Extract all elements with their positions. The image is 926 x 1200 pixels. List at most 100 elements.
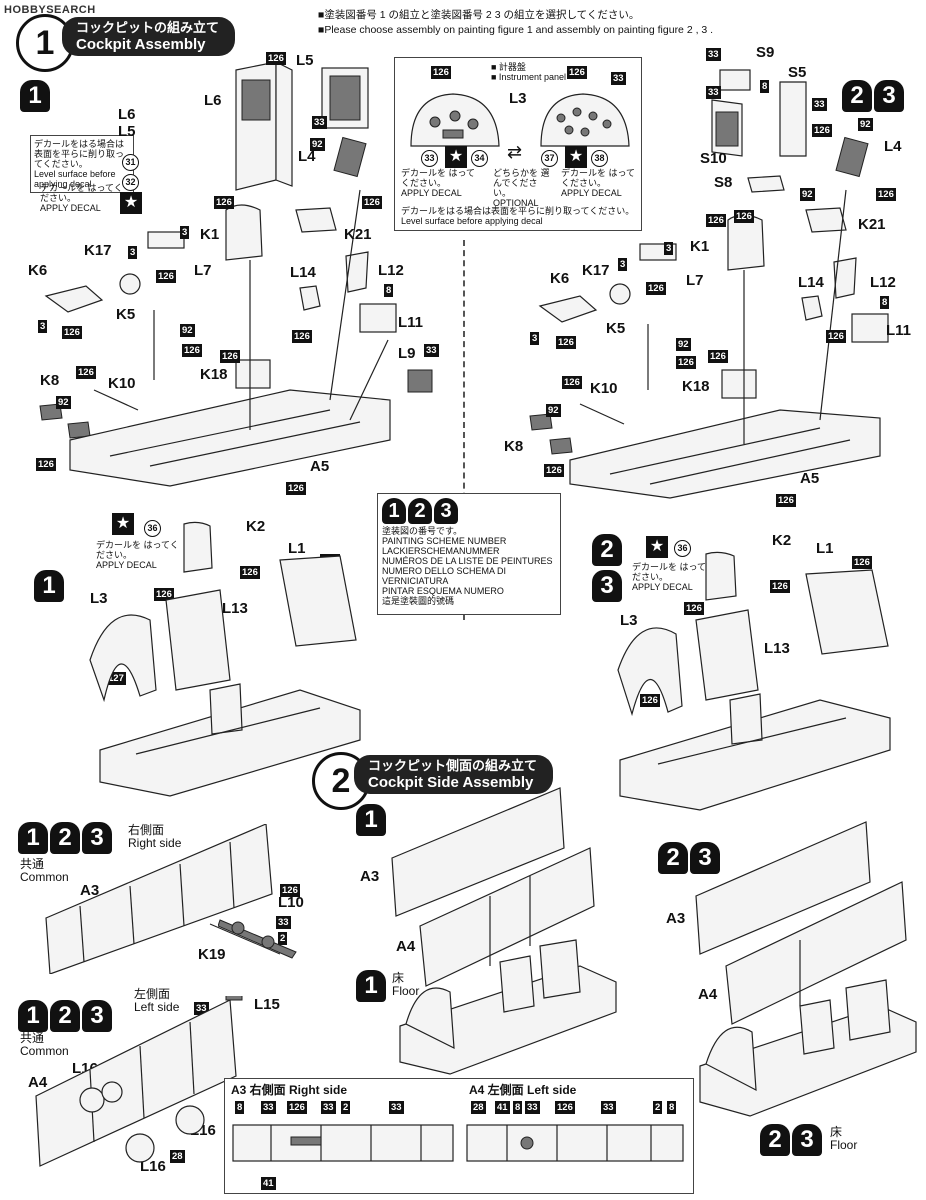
paint-tag-126: 126: [182, 344, 202, 357]
paint-tag-41: 41: [495, 1101, 510, 1114]
part-label-a3: A3: [80, 882, 100, 899]
paint-tag-41: 41: [261, 1177, 276, 1190]
seat-bulkhead-diagram-scheme-1: [89, 521, 361, 797]
paint-tag-126: 126: [776, 494, 796, 507]
paint-tag-2: 2: [278, 932, 288, 945]
part-label-a5: A5: [310, 458, 330, 475]
paint-tag-33: 33: [276, 916, 291, 929]
watermark-logo: HOBBYSEARCH: [4, 4, 96, 16]
part-label-k8: K8: [40, 372, 60, 389]
paint-tag-92: 92: [310, 138, 325, 151]
paint-tag-126: 126: [362, 196, 382, 209]
part-label-l16-c: L16: [140, 1158, 166, 1175]
paint-tag-126: 126: [562, 376, 582, 389]
part-label-k5: K5: [116, 306, 136, 323]
part-label-s10: S10: [700, 150, 727, 167]
paint-tag-33: 33: [312, 116, 327, 129]
part-label-l15: L15: [254, 996, 280, 1013]
side-wall-paint-reference: A3 右側面 Right side A4 左側面 Left side 8 33 …: [224, 1078, 694, 1194]
paint-tag-8: 8: [513, 1101, 523, 1114]
paint-tag-126: 126: [640, 694, 660, 707]
paint-tag-92: 92: [858, 118, 873, 131]
part-label-a4-m: A4: [396, 938, 416, 955]
paint-tag-3: 3: [618, 258, 628, 271]
paint-tag-92: 92: [56, 396, 71, 409]
paint-tag-33: 33: [706, 86, 721, 99]
decal-36: 36: [144, 518, 161, 537]
part-label-l5-inset: L5: [118, 123, 136, 140]
apply-decal-panel-right: デカールを はってください。APPLY DECAL: [561, 168, 636, 198]
paint-tag-126: 126: [62, 326, 82, 339]
part-label-l3-r: L3: [620, 612, 638, 629]
paint-tag-126: 126: [292, 330, 312, 343]
part-label-l7-r: L7: [686, 272, 704, 289]
part-label-k17: K17: [84, 242, 112, 259]
cockpit-assembly-diagram-scheme-1: [39, 61, 433, 487]
paint-tag-8: 8: [384, 284, 394, 297]
paint-tag-33: 33: [321, 1101, 336, 1114]
part-label-l7: L7: [194, 262, 212, 279]
paint-tag-126: 126: [280, 884, 300, 897]
scheme-marker-1-floor: 1: [356, 970, 388, 1002]
apply-decal-k2: デカールを はってください。APPLY DECAL: [96, 540, 179, 570]
part-label-a3-m: A3: [360, 868, 380, 885]
decal-38: 38: [591, 148, 608, 167]
step-title-en: Cockpit Assembly: [76, 36, 206, 53]
paint-tag-3: 3: [38, 320, 48, 333]
star-icon: ★: [565, 146, 587, 168]
legend-line: PAINTING SCHEME NUMBER: [382, 536, 507, 546]
part-label-l11-r: L11: [886, 322, 912, 339]
part-label-k1: K1: [200, 226, 220, 243]
note-jp: デカールをはる場合は表面を平らに削り取ってください。: [34, 139, 125, 169]
part-label-s8: S8: [714, 174, 733, 191]
part-label-s9: S9: [756, 44, 775, 61]
paint-tag-33: 33: [261, 1101, 276, 1114]
paint-tag-126: 126: [812, 124, 832, 137]
paint-tag-92: 92: [800, 188, 815, 201]
scheme-marker-1-mid: 1: [34, 570, 66, 602]
level-surface-note: デカールをはる場合は表面を平らに削り取ってください。 Level surface…: [30, 135, 134, 193]
star-icon: ★: [120, 192, 142, 214]
header-instruction-jp: ■塗装図番号 1 の組立と塗装図番号 2 3 の組立を選択してください。: [318, 9, 640, 21]
k19-part-drawing: [218, 919, 297, 959]
paint-tag-3: 3: [664, 242, 674, 255]
part-label-k2: K2: [246, 518, 266, 535]
paint-tag-126: 126: [156, 270, 176, 283]
paint-tag-8: 8: [760, 80, 770, 93]
paint-tag-92: 92: [546, 404, 561, 417]
step-1-title: コックピットの組み立て Cockpit Assembly: [62, 17, 236, 56]
part-label-l12-r: L12: [870, 274, 896, 291]
part-label-l13-r: L13: [764, 640, 790, 657]
right-side-wall-diagram: [45, 824, 280, 974]
paint-tag-126: 126: [240, 566, 260, 579]
paint-tag-126: 126: [76, 366, 96, 379]
a4-reference-title: A4 左側面 Left side: [469, 1083, 577, 1097]
part-label-k8-r: K8: [504, 438, 524, 455]
note-en: Level surface before applying decal: [34, 169, 116, 189]
paint-tag-126: 126: [770, 580, 790, 593]
paint-tag-2: 2: [653, 1101, 663, 1114]
paint-126-right: 126: [567, 66, 587, 79]
legend-line: 這是塗裝圖的號碼: [382, 596, 455, 606]
paint-tag-3: 3: [180, 226, 190, 239]
paint-tag-126: 126: [826, 330, 846, 343]
legend-line: NUMERO DELLO SCHEMA DI VERNICIATURA: [382, 566, 507, 586]
level-surface-panel-note: デカールをはる場合は表面を平らに削り取ってください。Level surface …: [401, 206, 635, 226]
paint-tag-3: 3: [530, 332, 540, 345]
step-title-jp: コックピット側面の組み立て: [368, 758, 538, 773]
scheme-3: 3: [434, 498, 458, 524]
paint-tag-126: 126: [556, 336, 576, 349]
apply-decal-en: APPLY DECAL: [40, 203, 101, 213]
paint-tag-126: 126: [646, 282, 666, 295]
paint-tag-28: 28: [471, 1101, 486, 1114]
legend-jp: ■ 計器盤: [491, 62, 526, 72]
part-label-l5: L5: [296, 52, 314, 69]
paint-tag-28: 28: [170, 1150, 185, 1163]
paint-tag-126: 126: [676, 356, 696, 369]
legend-en: ■ Instrument panel: [491, 72, 566, 82]
paint-tag-33: 33: [706, 48, 721, 61]
paint-tag-33: 33: [601, 1101, 616, 1114]
